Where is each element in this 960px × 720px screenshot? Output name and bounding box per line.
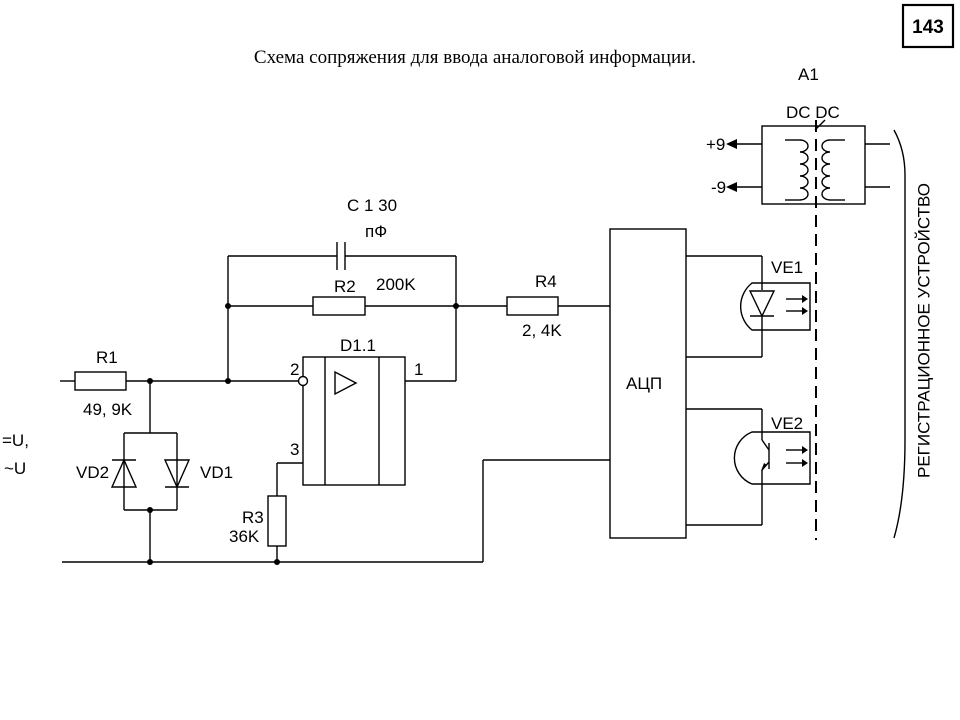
page-number: 143 — [912, 17, 944, 38]
c1-label: C 1 30 — [347, 196, 397, 215]
diagram-title: Схема сопряжения для ввода аналоговой ин… — [254, 47, 696, 68]
diode-vd1 — [163, 459, 191, 489]
c1-unit: пФ — [365, 222, 387, 241]
resistor-r1 — [74, 371, 127, 391]
ve1-label: VE1 — [771, 258, 803, 277]
opamp-d11 — [302, 356, 406, 486]
plus9-arrow — [726, 139, 737, 149]
transformer — [785, 119, 845, 201]
dcdc-block — [761, 125, 866, 205]
diode-vd2 — [110, 458, 138, 488]
resistor-r3 — [267, 495, 287, 547]
optocoupler-ve1 — [739, 282, 811, 331]
r3-label: R3 — [242, 508, 264, 527]
r4-value: 2, 4K — [522, 321, 562, 340]
vd2-label: VD2 — [76, 463, 109, 482]
node-diode-bottom — [147, 507, 153, 513]
node-r3-gnd — [274, 559, 280, 565]
d11-label: D1.1 — [340, 336, 376, 355]
capacitor-c1 — [336, 242, 346, 270]
r2-value: 200K — [376, 275, 416, 294]
r1-label: R1 — [96, 348, 118, 367]
plus9-label: +9 — [706, 135, 725, 154]
r1-value: 49, 9K — [83, 400, 133, 419]
ve2-label: VE2 — [771, 414, 803, 433]
pin3-label: 3 — [290, 440, 299, 459]
dcdc-label: DC DC — [786, 103, 840, 122]
resistor-r4 — [506, 296, 559, 316]
recording-device-label: РЕГИСТРАЦИОННОЕ УСТРОЙСТВО — [915, 183, 934, 478]
node-r2-right — [453, 303, 459, 309]
resistor-r2 — [312, 296, 366, 316]
minus9-arrow — [726, 182, 737, 192]
minus9-label: -9 — [711, 178, 726, 197]
recording-device-bracket — [893, 129, 906, 539]
adc-block — [609, 228, 687, 539]
a1-label: A1 — [798, 65, 819, 84]
optocoupler-ve2 — [733, 431, 811, 485]
adc-label: АЦП — [626, 374, 662, 393]
node-r2-left — [225, 303, 231, 309]
pin1-label: 1 — [414, 360, 423, 379]
pin2-label: 2 — [290, 360, 299, 379]
inverting-input-marker — [297, 375, 309, 387]
vd1-label: VD1 — [200, 463, 233, 482]
input-ac-label: ~U — [4, 459, 26, 478]
input-dc-label: =U, — [2, 431, 29, 450]
r3-value: 36K — [229, 527, 260, 546]
page-number-box — [901, 3, 955, 49]
r2-label: R2 — [334, 277, 356, 296]
r4-label: R4 — [535, 272, 557, 291]
